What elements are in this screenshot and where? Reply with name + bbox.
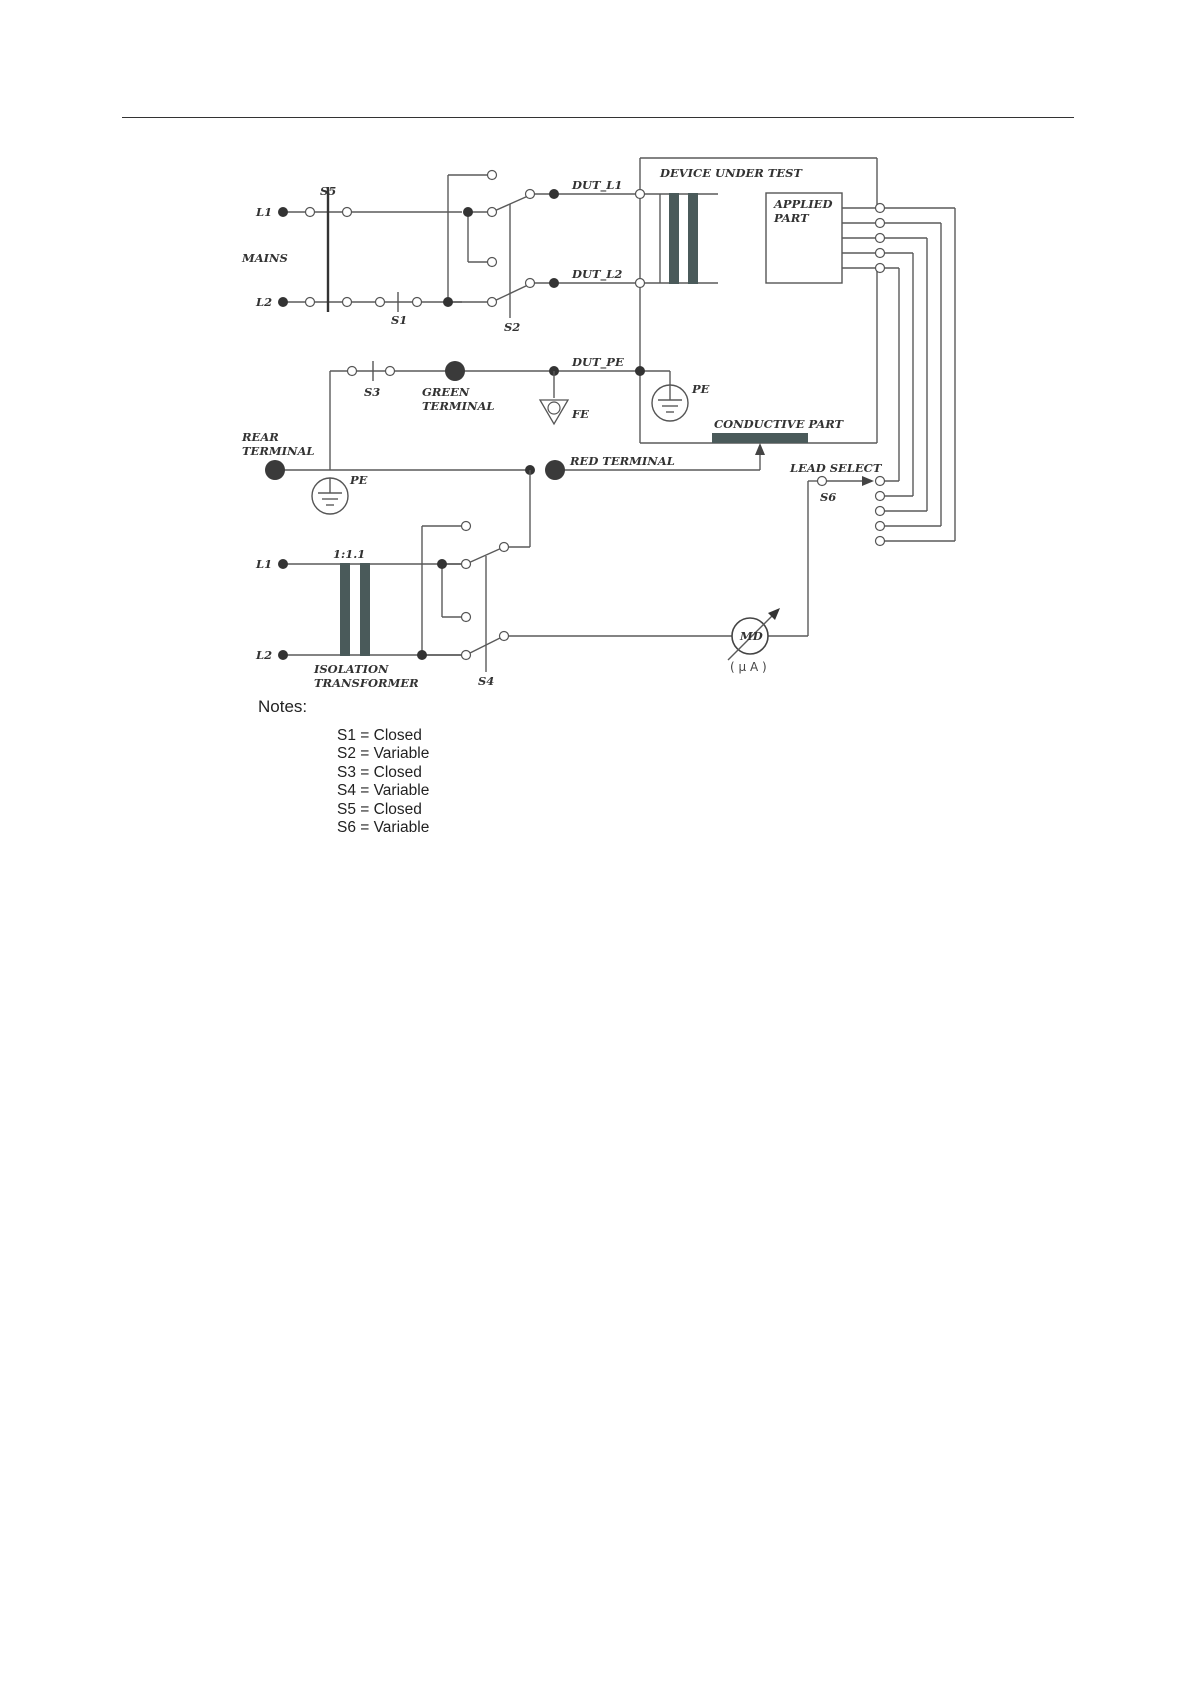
label-applied-part-1: APPLIED (773, 197, 832, 211)
isolation-transformer-core-right (360, 563, 370, 656)
label-rear-terminal-1: REAR (241, 430, 279, 444)
label-device-under-test: DEVICE UNDER TEST (659, 166, 803, 180)
label-rear-terminal-2: TERMINAL (242, 444, 315, 458)
rear-terminal (265, 460, 285, 480)
earth-terminal-section: S3 GREEN TERMINAL DUT_PE FE REAR TERMINA… (241, 355, 760, 514)
label-lead-select: LEAD SELECT (789, 461, 883, 475)
label-l1-top: L1 (255, 205, 272, 219)
label-microamp: ( μ A ) (730, 660, 767, 674)
isolation-transformer-core-left (340, 563, 350, 656)
dut-transformer-core-left (669, 193, 679, 284)
label-l1-bottom: L1 (255, 557, 272, 571)
label-conductive-part: CONDUCTIVE PART (714, 417, 845, 431)
label-md: MD (739, 629, 763, 643)
label-ratio: 1:1.1 (333, 547, 365, 561)
device-under-test: DEVICE UNDER TEST APPLIED PART PE CONDUC… (636, 158, 878, 443)
label-pe-dut: PE (691, 382, 710, 396)
label-s1: S1 (391, 313, 407, 327)
label-pe-rear: PE (349, 473, 368, 487)
notes-title: Notes: (258, 697, 307, 716)
label-dut-l1: DUT_L1 (571, 178, 622, 193)
label-isolation-1: ISOLATION (313, 662, 389, 676)
note-item: S2 = Variable (337, 745, 429, 762)
notes-block: Notes: S1 = Closed S2 = Variable S3 = Cl… (258, 697, 429, 836)
note-item: S6 = Variable (337, 819, 429, 836)
note-item: S3 = Closed (337, 764, 422, 781)
label-s2: S2 (504, 320, 520, 334)
red-terminal (545, 460, 565, 480)
label-mains: MAINS (241, 251, 288, 265)
label-green-terminal-1: GREEN (422, 385, 470, 399)
label-dut-l2: DUT_L2 (571, 267, 622, 282)
dut-transformer-core-right (688, 193, 698, 284)
label-s6: S6 (820, 490, 836, 504)
note-item: S4 = Variable (337, 782, 429, 799)
s6-selector-arrow (862, 476, 874, 486)
label-isolation-2: TRANSFORMER (314, 676, 419, 690)
label-dut-pe: DUT_PE (571, 355, 624, 370)
label-s5: S5 (320, 184, 336, 198)
green-terminal (445, 361, 465, 381)
label-l2-top: L2 (255, 295, 272, 309)
conductive-part-bar (712, 433, 808, 443)
note-item: S5 = Closed (337, 801, 422, 818)
label-s3: S3 (364, 385, 380, 399)
label-fe: FE (571, 407, 589, 421)
label-green-terminal-2: TERMINAL (422, 399, 495, 413)
note-item: S1 = Closed (337, 727, 422, 744)
label-red-terminal: RED TERMINAL (569, 454, 675, 468)
mains-section: L1 L2 MAINS S5 S1 S2 DUT_L1 DUT_L2 (241, 171, 640, 335)
label-s4: S4 (478, 674, 494, 688)
label-applied-part-2: PART (773, 211, 810, 225)
label-l2-bottom: L2 (255, 648, 272, 662)
